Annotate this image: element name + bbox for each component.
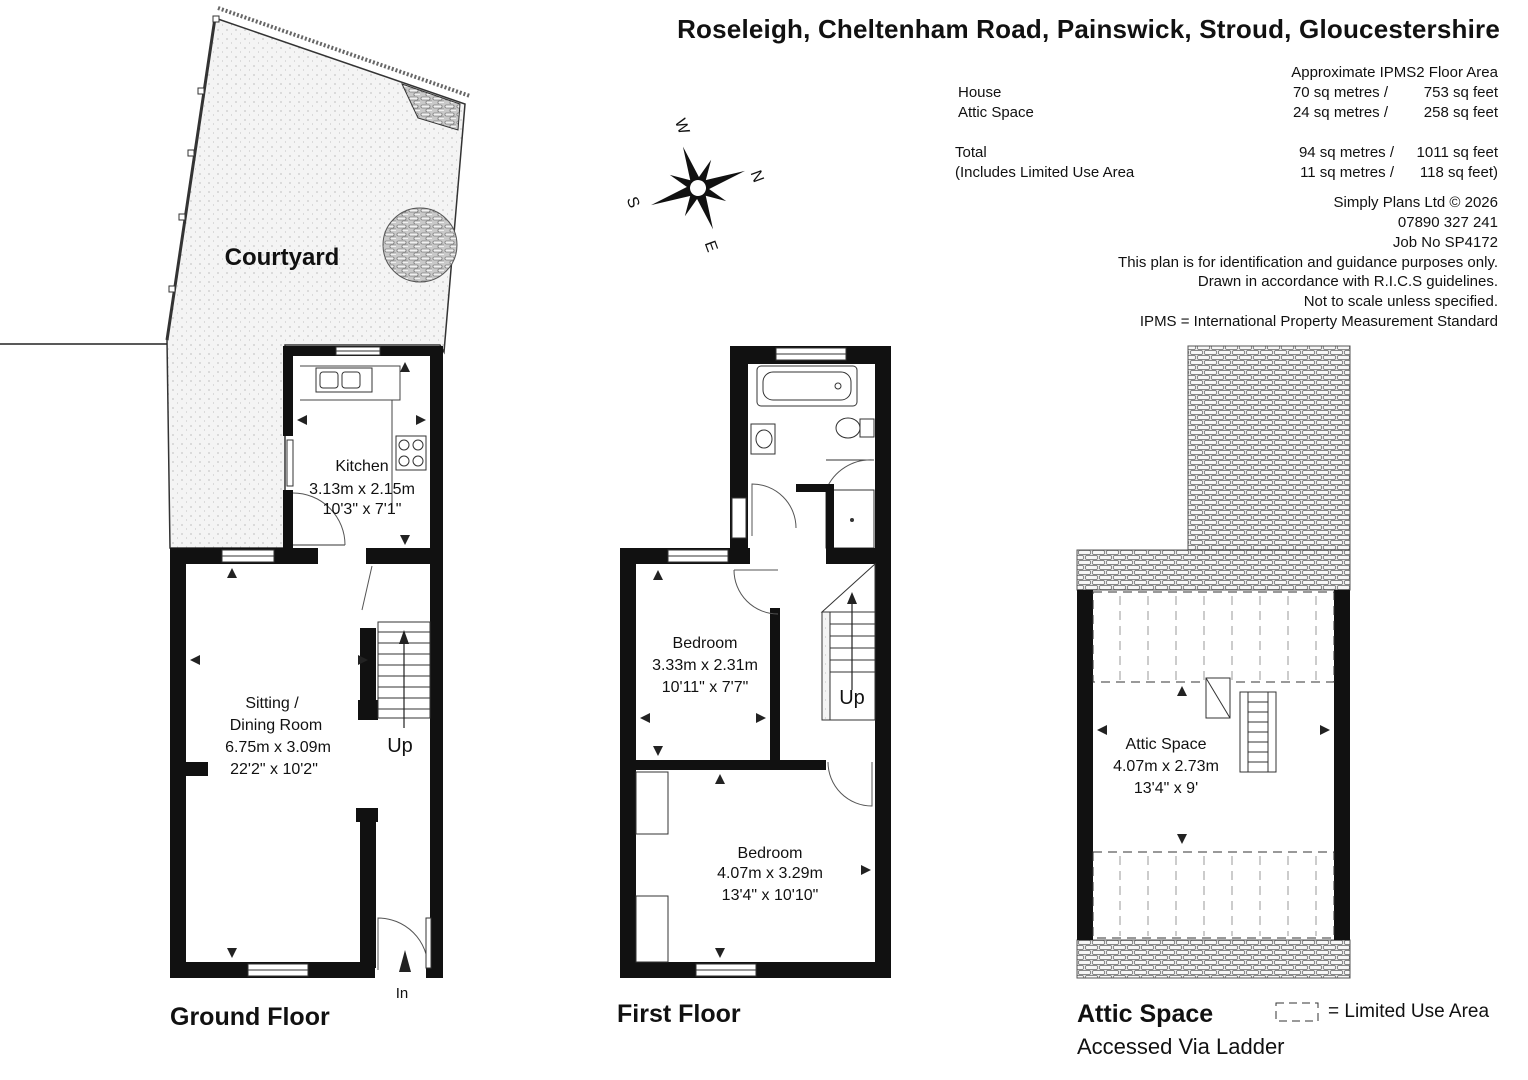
ground-floor-label: Ground Floor — [170, 1003, 330, 1031]
area-imperial-attic: 258 sq feet — [1423, 104, 1498, 121]
area-label-limited: (Includes Limited Use Area — [955, 164, 1135, 181]
entrance-label: In — [396, 985, 409, 1002]
sitting-name-1: Sitting / — [245, 695, 299, 712]
area-label-total: Total — [955, 144, 987, 161]
ground-stairs — [377, 621, 431, 728]
first-floor-label: First Floor — [617, 1000, 741, 1028]
bedroom2-metric: 4.07m x 3.29m — [717, 865, 823, 882]
compass-e: E — [701, 239, 721, 255]
compass-s: S — [623, 195, 643, 211]
limited-use-area-bottom — [1092, 851, 1335, 939]
attic-metric: 4.07m x 2.73m — [1113, 758, 1219, 775]
credit-rics: Drawn in accordance with R.I.C.S guideli… — [1197, 273, 1498, 290]
area-metric-limited: 11 sq metres / — [1300, 164, 1394, 181]
ground-stairs-up-label: Up — [387, 735, 413, 757]
attic-plan: Attic Space 4.07m x 2.73m 13'4" x 9' — [1076, 345, 1351, 979]
bedroom1-metric: 3.33m x 2.31m — [652, 657, 758, 674]
credit-job: Job No SP4172 — [1392, 234, 1498, 251]
credit-company: Simply Plans Ltd © 2026 — [1333, 194, 1498, 211]
attic-floor-label: Attic Space — [1077, 1000, 1214, 1028]
credit-ipms: IPMS = International Property Measuremen… — [1139, 313, 1498, 330]
limited-use-area-top — [1092, 591, 1335, 683]
bedroom2-imperial: 13'4" x 10'10" — [722, 887, 819, 904]
ground-floor-plan: Courtyard Kitchen 3.13m x 2.15m 10'3" x … — [0, 6, 471, 1002]
area-imperial-total: 1011 sq feet — [1416, 144, 1498, 161]
bedroom1-imperial: 10'11" x 7'7" — [662, 679, 749, 696]
attic-name: Attic Space — [1126, 736, 1207, 753]
credit-phone: 07890 327 241 — [1397, 214, 1498, 231]
bush-icon — [382, 207, 458, 283]
bedroom2-name: Bedroom — [738, 845, 803, 862]
courtyard-label: Courtyard — [225, 244, 340, 271]
compass-n: N — [747, 168, 767, 185]
compass-w: W — [671, 117, 692, 138]
kitchen-imperial: 10'3" x 7'1" — [323, 501, 402, 518]
sitting-metric: 6.75m x 3.09m — [225, 739, 331, 756]
credit-scale: Not to scale unless specified. — [1303, 293, 1498, 310]
area-label-house: House — [958, 84, 1002, 101]
first-stairs-up-label: Up — [839, 687, 865, 709]
area-metric-house: 70 sq metres / — [1292, 84, 1388, 101]
compass-rose-icon — [651, 146, 745, 230]
sitting-imperial: 22'2" x 10'2" — [230, 761, 318, 778]
bedroom1-name: Bedroom — [673, 635, 738, 652]
kitchen-metric: 3.13m x 2.15m — [309, 481, 415, 498]
attic-imperial: 13'4" x 9' — [1134, 780, 1198, 797]
kitchen-name: Kitchen — [335, 458, 388, 475]
attic-access-note: Accessed Via Ladder — [1077, 1034, 1285, 1059]
area-label-attic: Attic Space — [958, 104, 1034, 121]
credit-disclaimer: This plan is for identification and guid… — [1118, 254, 1498, 271]
sitting-name-2: Dining Room — [230, 717, 322, 734]
area-metric-total: 94 sq metres / — [1298, 144, 1394, 161]
first-floor-plan: Bedroom 3.33m x 2.31m 10'11" x 7'7" Up B… — [620, 346, 891, 978]
legend-text: = Limited Use Area — [1328, 1001, 1490, 1022]
area-heading: Approximate IPMS2 Floor Area — [1291, 64, 1498, 81]
courtyard-area — [166, 16, 466, 549]
page-title: Roseleigh, Cheltenham Road, Painswick, S… — [677, 14, 1500, 44]
area-imperial-house: 753 sq feet — [1423, 84, 1498, 101]
area-imperial-limited: 118 sq feet) — [1419, 164, 1498, 181]
first-stairs — [820, 562, 876, 721]
legend-swatch — [1275, 1002, 1319, 1022]
area-metric-attic: 24 sq metres / — [1292, 104, 1388, 121]
ladder-icon — [1239, 691, 1277, 773]
